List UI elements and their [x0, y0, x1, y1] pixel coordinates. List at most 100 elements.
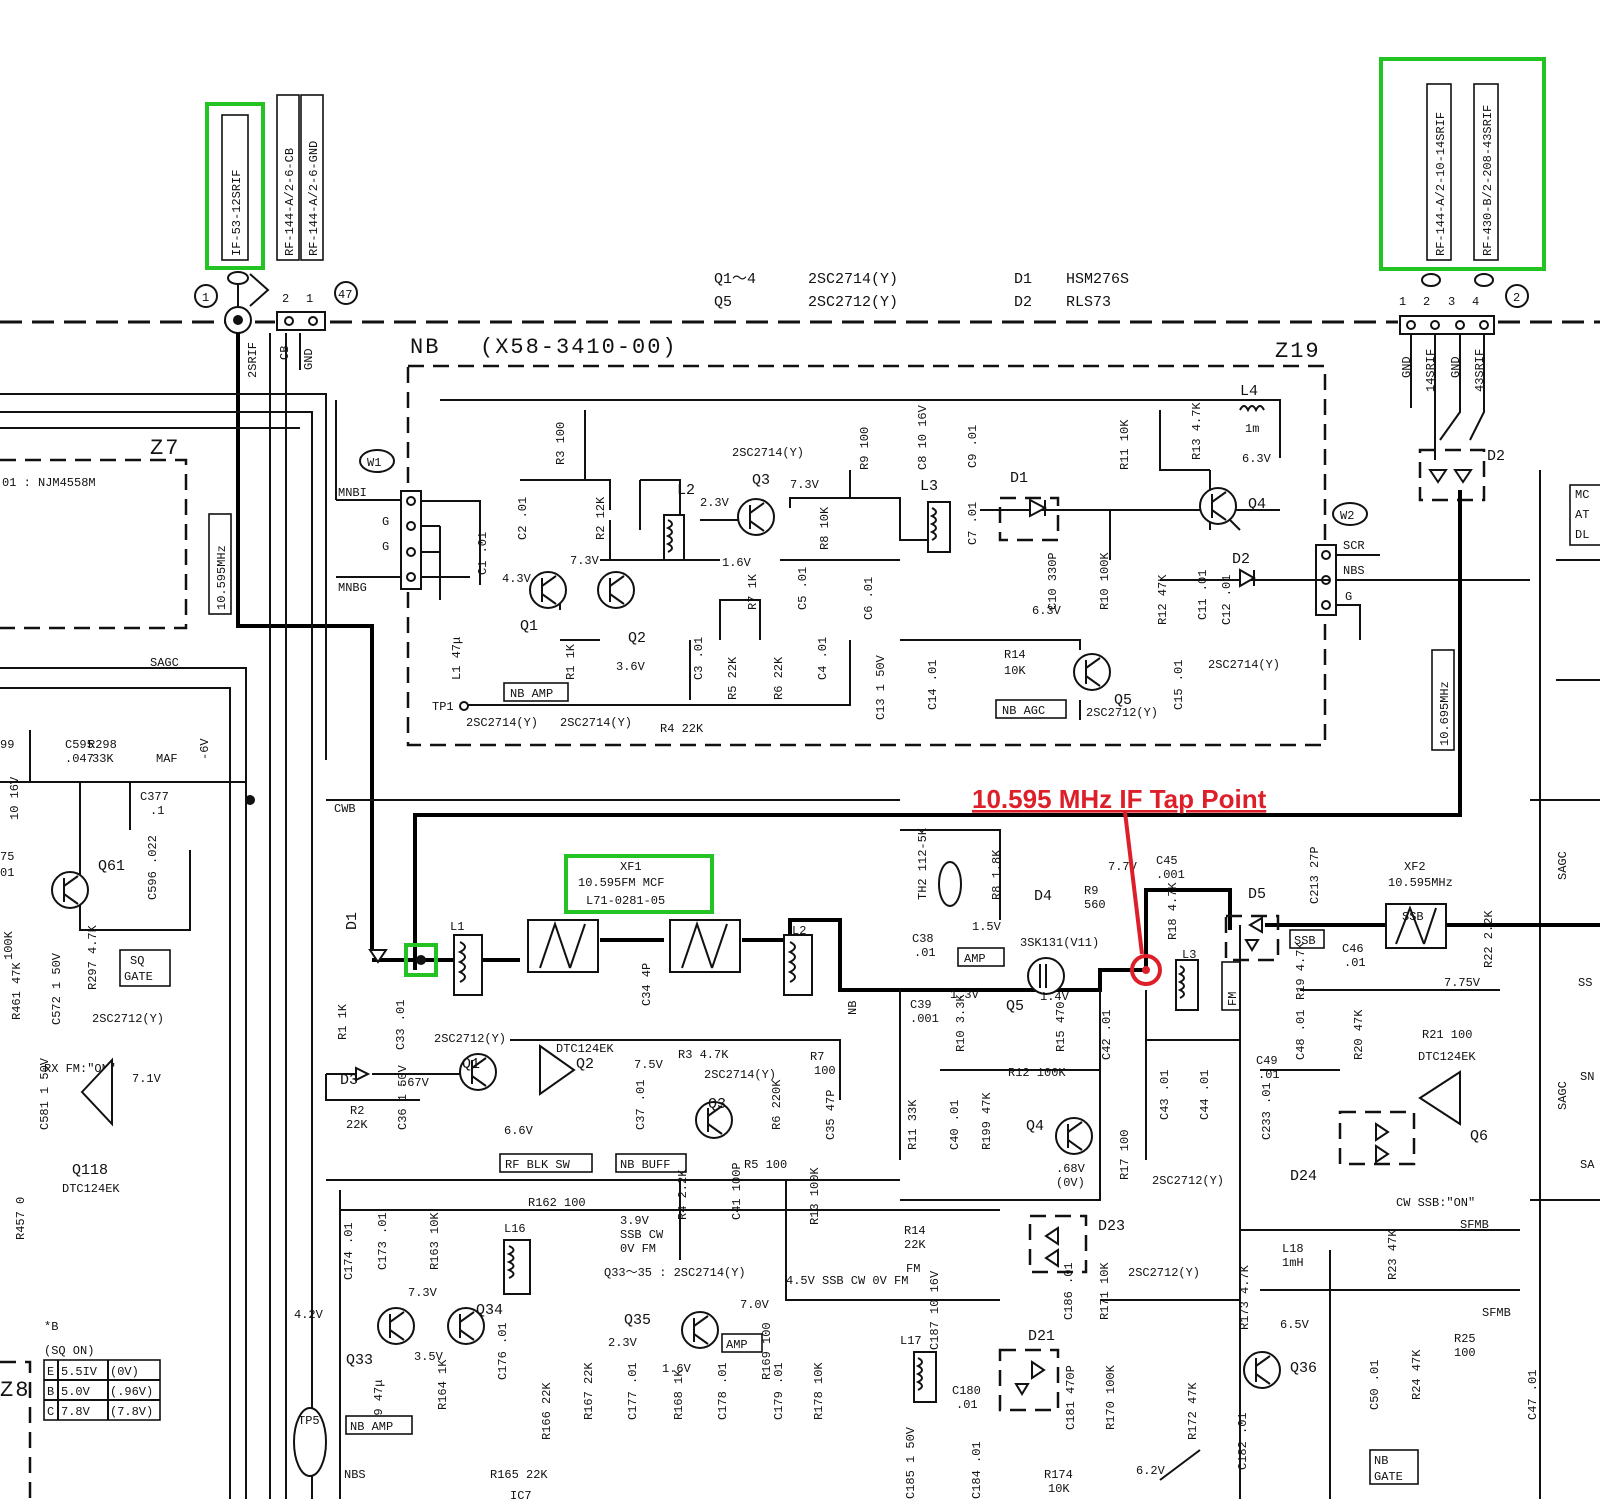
- if-xf2-filter: [1385, 903, 1447, 949]
- svg-text:6.3V: 6.3V: [1242, 452, 1272, 466]
- svg-text:C34 4P: C34 4P: [640, 963, 654, 1006]
- svg-text:R165 22K: R165 22K: [490, 1468, 548, 1482]
- svg-text:L2: L2: [792, 924, 806, 938]
- svg-text:L71-0281-05: L71-0281-05: [586, 894, 665, 908]
- svg-text:R8 1.8K: R8 1.8K: [990, 849, 1004, 900]
- svg-text:R178 10K: R178 10K: [812, 1362, 826, 1420]
- svg-text:Q4: Q4: [1026, 1118, 1044, 1135]
- svg-text:AMP: AMP: [726, 1338, 748, 1352]
- svg-text:C40 .01: C40 .01: [948, 1100, 962, 1150]
- lower-l16-coil: [503, 1239, 531, 1295]
- svg-text:.1: .1: [150, 804, 164, 818]
- connector-jack-2pin: 2 1 47 CB GND 2SRIF: [246, 281, 358, 378]
- svg-text:C42 .01: C42 .01: [1100, 1010, 1114, 1060]
- svg-text:C178 .01: C178 .01: [716, 1362, 730, 1420]
- svg-text:TP5: TP5: [298, 1414, 320, 1428]
- svg-text:C7 .01: C7 .01: [966, 502, 980, 545]
- svg-text:100K: 100K: [2, 930, 16, 960]
- right-side-section: D2 10.695MHz MC AT DL SAGC SS SN SA: [413, 334, 1600, 1499]
- connector-labels-left: IF-53-12SRIF RF-144-A/2-6-CB RF-144-A/2-…: [205, 94, 324, 270]
- nb-block-code: (X58-3410-00): [480, 335, 678, 360]
- if-xf1-filter-a: [527, 919, 599, 973]
- svg-text:7.3V: 7.3V: [570, 554, 600, 568]
- svg-text:C4 .01: C4 .01: [816, 637, 830, 680]
- svg-text:C177 .01: C177 .01: [626, 1362, 640, 1420]
- svg-text:D23: D23: [1098, 1218, 1125, 1235]
- svg-text:E: E: [47, 1365, 54, 1379]
- svg-text:RX FM:"ON": RX FM:"ON": [44, 1062, 116, 1076]
- svg-text:D1: D1: [1010, 470, 1028, 487]
- svg-text:R11 33K: R11 33K: [906, 1099, 920, 1150]
- highlight-box-rf-connectors: [1379, 57, 1546, 271]
- svg-text:FM: FM: [1226, 992, 1240, 1006]
- svg-text:R298: R298: [88, 738, 117, 752]
- svg-text:L17: L17: [900, 1334, 922, 1348]
- svg-text:4: 4: [1472, 295, 1479, 309]
- svg-text:R14: R14: [1004, 648, 1026, 662]
- svg-text:4.5V SSB CW 0V FM: 4.5V SSB CW 0V FM: [786, 1274, 908, 1288]
- tap-point-pointer: [1123, 811, 1144, 955]
- if-q3: [695, 1101, 733, 1139]
- lower-q35: [681, 1311, 719, 1349]
- if-q4: [1055, 1117, 1093, 1155]
- svg-text:R169 100: R169 100: [760, 1322, 774, 1380]
- svg-text:R199 47K: R199 47K: [980, 1092, 994, 1150]
- svg-text:R22 2.2K: R22 2.2K: [1482, 910, 1496, 968]
- svg-text:C50 .01: C50 .01: [1368, 1360, 1382, 1410]
- nb-q4: [1199, 487, 1237, 525]
- svg-text:Q2: Q2: [576, 1056, 594, 1073]
- svg-text:1.5V: 1.5V: [972, 920, 1002, 934]
- svg-text:C581 1 50V: C581 1 50V: [38, 1057, 52, 1130]
- svg-text:.047: .047: [65, 752, 94, 766]
- svg-text:SA: SA: [1580, 1158, 1595, 1172]
- svg-text:B: B: [47, 1385, 54, 1399]
- svg-text:DL: DL: [1575, 528, 1589, 542]
- svg-text:MNBG: MNBG: [338, 581, 367, 595]
- svg-text:R172 47K: R172 47K: [1186, 1382, 1200, 1440]
- svg-text:L3: L3: [920, 478, 938, 495]
- svg-text:1: 1: [306, 292, 313, 306]
- svg-text:1.3V: 1.3V: [950, 988, 980, 1002]
- svg-text:DTC124EK: DTC124EK: [1418, 1050, 1476, 1064]
- svg-text:SSB CW: SSB CW: [620, 1228, 664, 1242]
- svg-text:C176 .01: C176 .01: [496, 1322, 510, 1380]
- svg-text:(7.8V): (7.8V): [110, 1405, 153, 1419]
- svg-text:C44 .01: C44 .01: [1198, 1070, 1212, 1120]
- svg-text:R24 47K: R24 47K: [1410, 1349, 1424, 1400]
- svg-text:R9 100: R9 100: [858, 427, 872, 470]
- svg-text:C187 10 16V: C187 10 16V: [928, 1270, 942, 1350]
- svg-text:SAGC: SAGC: [1556, 1081, 1570, 1110]
- svg-text:Q5: Q5: [714, 294, 732, 311]
- svg-text:3: 3: [1448, 295, 1455, 309]
- if-output-trace: [413, 490, 1462, 970]
- svg-text:7.75V: 7.75V: [1444, 976, 1481, 990]
- svg-text:6.3V: 6.3V: [1032, 604, 1062, 618]
- svg-text:C10 330P: C10 330P: [1046, 552, 1060, 610]
- svg-text:1.6V: 1.6V: [722, 556, 752, 570]
- svg-text:2SC2714(Y): 2SC2714(Y): [732, 446, 804, 460]
- svg-text:.01: .01: [1344, 956, 1366, 970]
- svg-text:.001: .001: [910, 1012, 939, 1026]
- svg-text:5.5IV: 5.5IV: [61, 1365, 98, 1379]
- svg-text:C35 47P: C35 47P: [824, 1090, 838, 1140]
- svg-text:2.3V: 2.3V: [700, 496, 730, 510]
- svg-text:GATE: GATE: [1374, 1470, 1403, 1484]
- svg-text:.01: .01: [1258, 1068, 1280, 1082]
- svg-text:2SC2712(Y): 2SC2712(Y): [808, 294, 898, 311]
- svg-text:FM: FM: [906, 1262, 920, 1276]
- svg-text:1: 1: [1399, 295, 1406, 309]
- left-q61: [51, 871, 89, 909]
- connector-label-rf144-cb: RF-144-A/2-6-CB: [283, 148, 297, 256]
- svg-text:C48 .01: C48 .01: [1294, 1010, 1308, 1060]
- svg-text:6.5V: 6.5V: [1280, 1318, 1310, 1332]
- svg-text:7.5V: 7.5V: [634, 1058, 664, 1072]
- svg-text:2SC2712(Y): 2SC2712(Y): [1128, 1266, 1200, 1280]
- svg-text:L1: L1: [450, 920, 464, 934]
- svg-text:Q33: Q33: [346, 1352, 373, 1369]
- svg-text:2SC2712(Y): 2SC2712(Y): [92, 1012, 164, 1026]
- svg-text:C174 .01: C174 .01: [342, 1222, 356, 1280]
- left-side-section: SAGC C595 .047 R298 33K MAF C377 .1 -6V …: [0, 656, 255, 1499]
- svg-text:C11 .01: C11 .01: [1196, 570, 1210, 620]
- svg-text:R9: R9: [1084, 884, 1098, 898]
- svg-text:.68V: .68V: [1056, 1162, 1086, 1176]
